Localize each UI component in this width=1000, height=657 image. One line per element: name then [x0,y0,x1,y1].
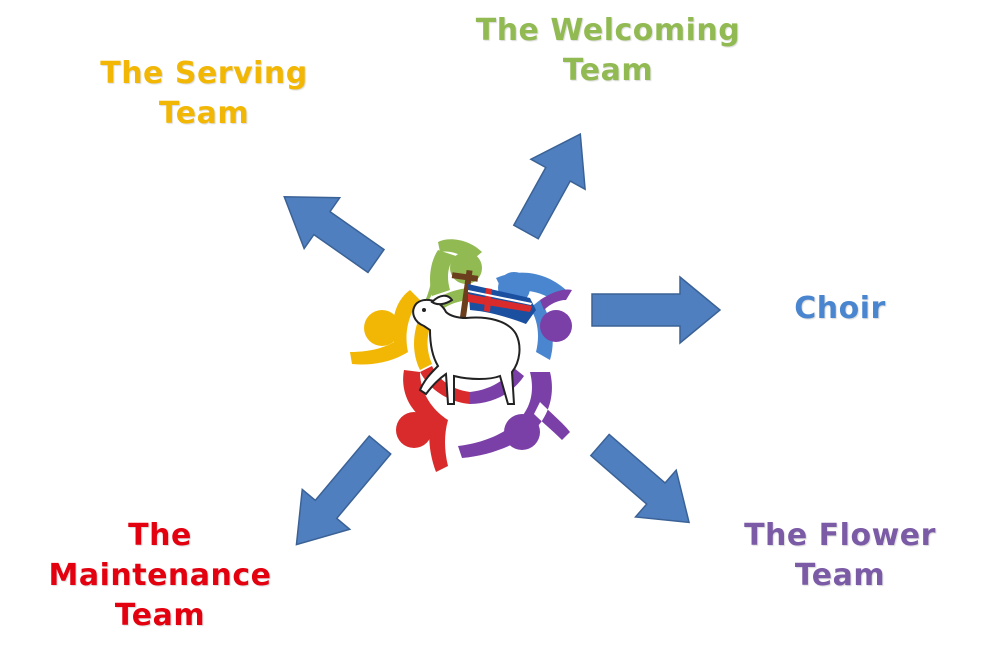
label-choir: Choir [794,289,886,329]
label-serving-line1: The Serving [100,56,308,91]
logo-lamb-ear [430,294,454,306]
label-maintenance-line3: Team [114,598,206,633]
arrow-to-serving [283,195,386,274]
logo-flag-white-edge [468,290,532,305]
logo-body-yellow [350,290,420,365]
arrows-group [283,132,722,546]
church-logo [350,239,572,472]
logo-flag-red-stripe-h [468,294,532,312]
arrow-to-choir [591,275,722,345]
label-flower-line1: The Flower [744,518,936,553]
logo-head-red [396,412,432,448]
logo-head-purple-1 [540,310,572,342]
label-welcoming-line1: The Welcoming [475,13,741,48]
logo-body-red [403,370,448,472]
label-maintenance-line2: Maintenance [48,558,272,593]
logo-lamb-body [412,298,521,405]
label-choir-line1: Choir [794,291,886,326]
logo-head-yellow [364,310,400,346]
arrow-to-maintenance [295,434,392,546]
logo-body-purple-2 [458,372,570,458]
label-flower-team: The Flower Team [744,516,936,596]
label-welcoming-team: The Welcoming Team [476,11,741,91]
arrow-to-welcoming [512,132,586,240]
label-serving-team: The Serving Team [100,54,308,134]
label-flower-line2: Team [794,558,886,593]
label-welcoming-line2: Team [562,53,654,88]
logo-arm-purple-1 [540,289,572,310]
label-maintenance-team: The Maintenance Team [48,516,271,636]
logo-body-green [430,250,456,296]
arrow-to-flower [589,433,691,524]
label-maintenance-line1: The [128,518,192,553]
logo-lamb-eye [422,308,426,312]
label-serving-line2: Team [158,96,250,131]
logo-cross-bar [451,272,479,282]
